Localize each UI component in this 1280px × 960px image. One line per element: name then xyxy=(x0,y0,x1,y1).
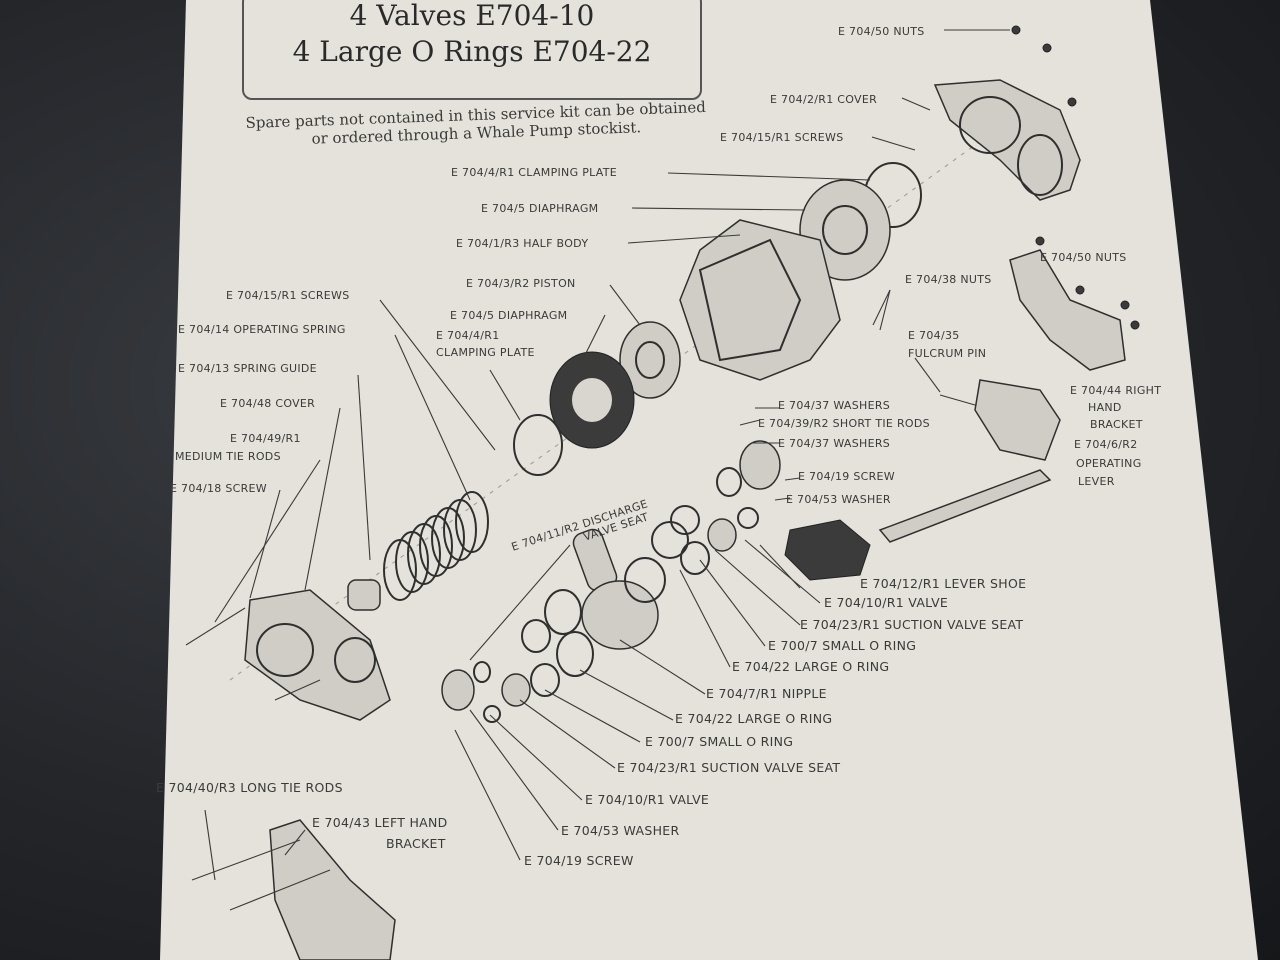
label-valve-left: E 704/10/R1 VALVE xyxy=(585,792,710,807)
kit-o-rings-line: 4 Large O Rings E704-22 xyxy=(292,35,652,68)
label-operating-spring: E 704/14 OPERATING SPRING xyxy=(178,323,346,336)
label-left-hand-2: BRACKET xyxy=(386,836,446,851)
clamping-plate-mid-part xyxy=(513,414,563,476)
label-half-body: E 704/1/R3 HALF BODY xyxy=(456,237,589,250)
label-clamping-plate-mid-1: E 704/4/R1 xyxy=(436,329,500,342)
label-right-hand-3: BRACKET xyxy=(1090,418,1143,431)
label-large-o-ring-left: E 704/22 LARGE O RING xyxy=(675,711,833,726)
label-suction-seat-left: E 704/23/R1 SUCTION VALVE SEAT xyxy=(617,760,841,775)
valve-cluster-part xyxy=(441,440,781,723)
label-nuts-38: E 704/38 NUTS xyxy=(905,273,992,286)
label-right-hand-1: E 704/44 RIGHT xyxy=(1070,384,1162,397)
label-fulcrum-2: FULCRUM PIN xyxy=(908,347,987,360)
label-washers-37-a: E 704/37 WASHERS xyxy=(778,399,891,412)
label-clamping-plate-mid-2: CLAMPING PLATE xyxy=(436,346,535,359)
label-diaphragm-top: E 704/5 DIAPHRAGM xyxy=(481,202,599,215)
label-screws-left: E 704/15/R1 SCREWS xyxy=(226,289,350,302)
label-clamping-plate-top: E 704/4/R1 CLAMPING PLATE xyxy=(451,166,618,179)
operating-lever-part xyxy=(878,379,1061,543)
label-medium-tie-rods-1: E 704/49/R1 xyxy=(230,432,301,445)
label-piston: E 704/3/R2 PISTON xyxy=(466,277,576,290)
nut-icon xyxy=(1067,97,1077,107)
label-cover-48: E 704/48 COVER xyxy=(220,397,316,410)
label-suction-seat-right: E 704/23/R1 SUCTION VALVE SEAT xyxy=(800,617,1024,632)
nut-icon xyxy=(1011,25,1021,35)
label-cover: E 704/2/R1 COVER xyxy=(770,93,878,106)
label-spring-guide: E 704/13 SPRING GUIDE xyxy=(178,362,317,375)
spring-guide-part xyxy=(347,579,381,611)
label-screw-18: E 704/18 SCREW xyxy=(170,482,267,495)
label-operating-lever-2: OPERATING xyxy=(1076,457,1142,470)
label-long-tie-rods: E 704/40/R3 LONG TIE RODS xyxy=(156,780,343,795)
cover-48-part xyxy=(244,589,391,721)
label-washer-53-right: E 704/53 WASHER xyxy=(786,493,891,506)
right-bracket-part xyxy=(1009,249,1126,371)
label-large-o-ring-right: E 704/22 LARGE O RING xyxy=(732,659,890,674)
label-fulcrum-1: E 704/35 xyxy=(908,329,960,342)
piston-part xyxy=(619,321,681,399)
label-washers-37-b: E 704/37 WASHERS xyxy=(778,437,891,450)
label-screw-19-left: E 704/19 SCREW xyxy=(524,853,634,868)
label-operating-lever-3: LEVER xyxy=(1078,475,1115,488)
lever-shoe-part xyxy=(784,519,871,581)
label-short-tie-rods: E 704/39/R2 SHORT TIE RODS xyxy=(758,417,930,430)
leader-lines xyxy=(204,29,1010,881)
label-washer-53-left: E 704/53 WASHER xyxy=(561,823,680,838)
half-body-part xyxy=(679,219,841,381)
cover-part xyxy=(933,79,1081,201)
label-screws-top: E 704/15/R1 SCREWS xyxy=(720,131,844,144)
operating-spring-part xyxy=(383,491,489,601)
label-right-hand-2: HAND xyxy=(1088,401,1122,414)
label-left-hand-1: E 704/43 LEFT HAND xyxy=(312,815,448,830)
label-diaphragm-mid: E 704/5 DIAPHRAGM xyxy=(450,309,568,322)
label-medium-tie-rods-2: MEDIUM TIE RODS xyxy=(175,450,281,463)
title-box: 4 Valves E704-10 4 Large O Rings E704-22 xyxy=(242,0,702,100)
label-lever-shoe: E 704/12/R1 LEVER SHOE xyxy=(860,576,1027,591)
label-small-o-ring-right: E 700/7 SMALL O RING xyxy=(768,638,917,653)
label-screw-19-right: E 704/19 SCREW xyxy=(798,470,895,483)
kit-valves-line: 4 Valves E704-10 xyxy=(349,0,595,32)
label-nuts-top: E 704/50 NUTS xyxy=(838,25,925,38)
label-nuts-right: E 704/50 NUTS xyxy=(1040,251,1127,264)
label-valve-right: E 704/10/R1 VALVE xyxy=(824,595,949,610)
label-operating-lever-1: E 704/6/R2 xyxy=(1074,438,1138,451)
label-nipple: E 704/7/R1 NIPPLE xyxy=(706,686,827,701)
nut-icon xyxy=(1042,43,1052,53)
label-small-o-ring-left: E 700/7 SMALL O RING xyxy=(645,734,794,749)
left-bracket-part xyxy=(269,819,396,960)
